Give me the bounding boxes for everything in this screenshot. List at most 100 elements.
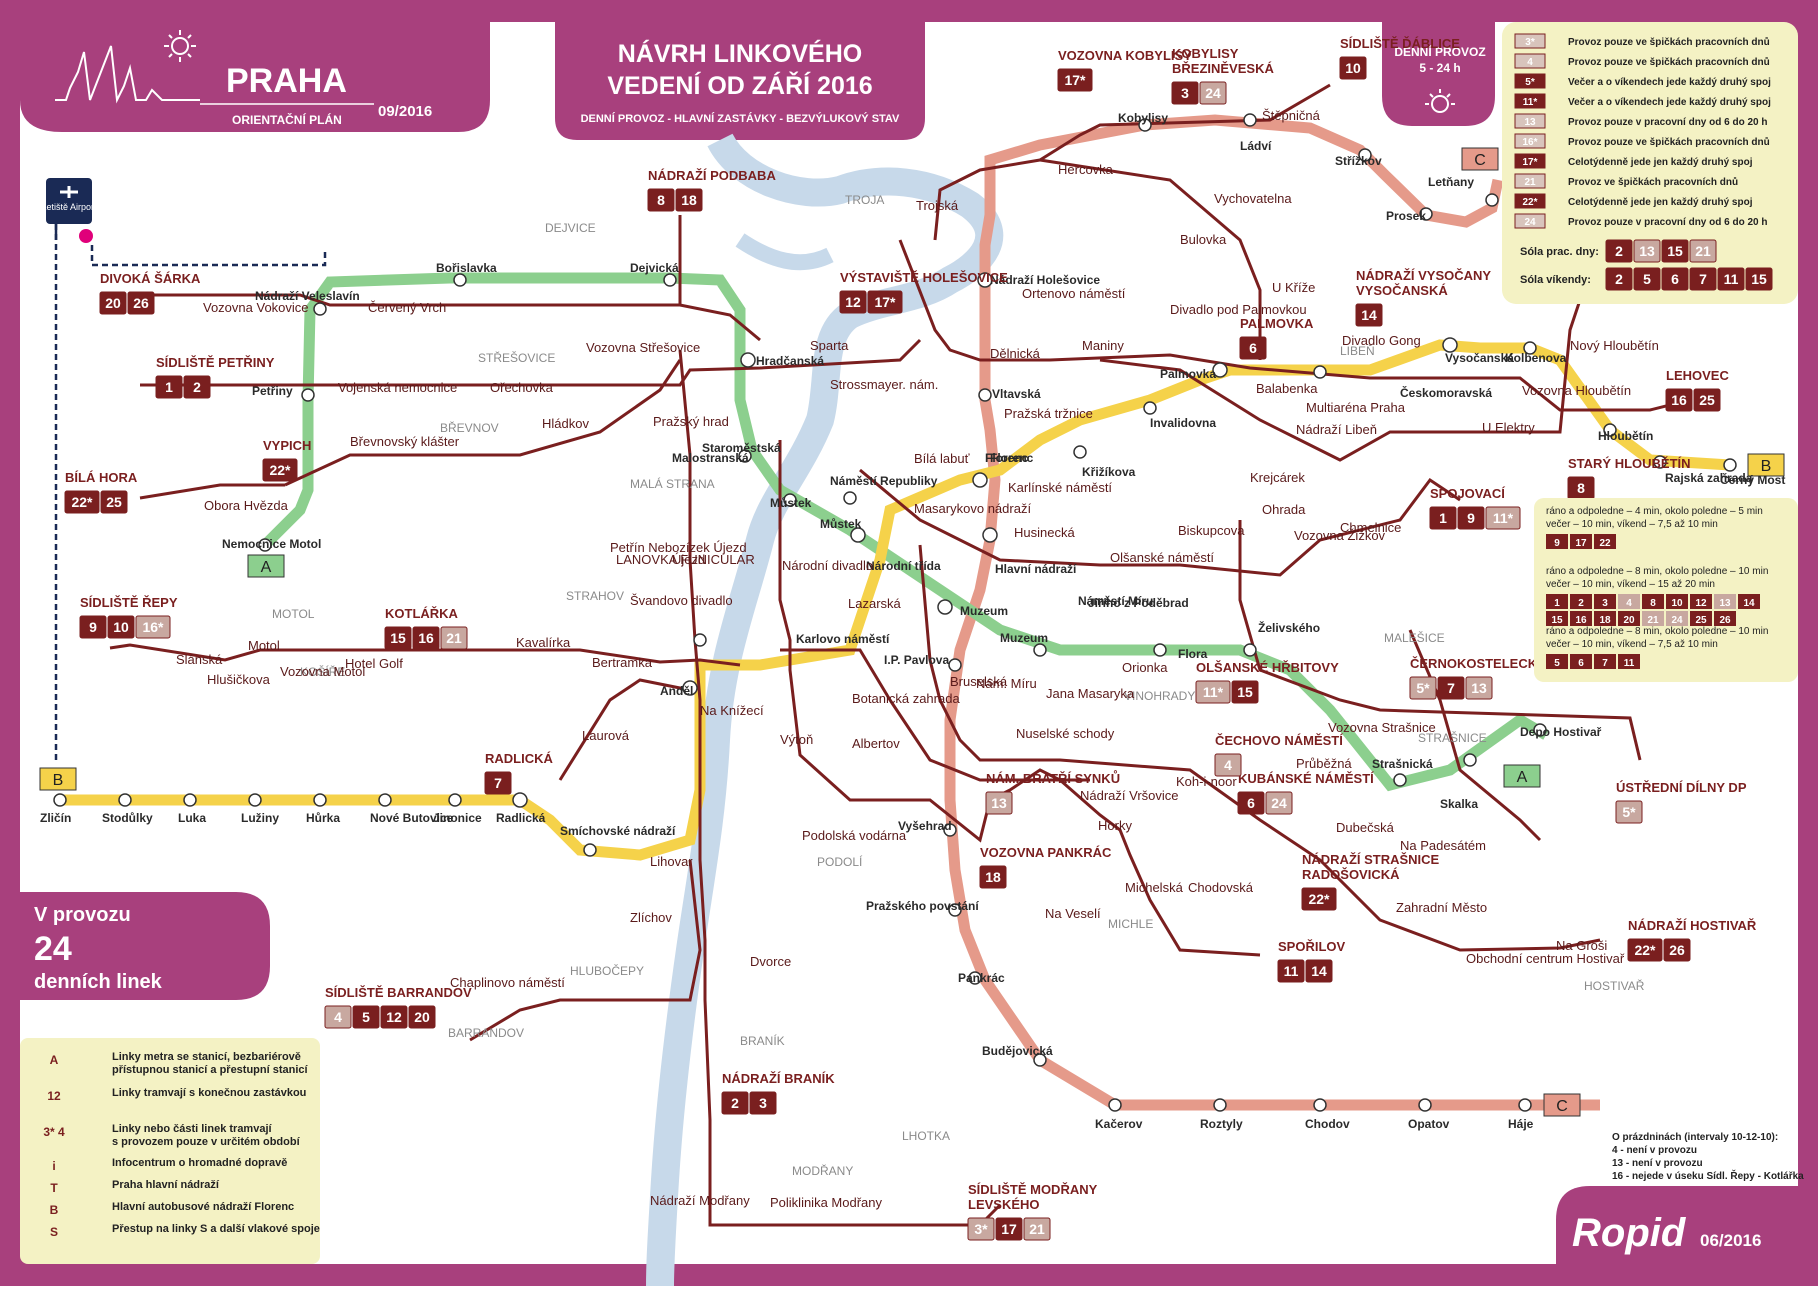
tram-stop-label: Pražský hrad — [653, 414, 729, 429]
header-title-panel — [555, 22, 925, 140]
metro-a-end-marker: A — [247, 554, 285, 578]
terminal-name: KUBÁNSKÉ NÁMĚSTÍ — [1238, 771, 1374, 786]
district-label: STRAHOV — [566, 589, 624, 603]
badge-label: 9 — [1554, 538, 1560, 549]
line-badge: 4 — [324, 1005, 352, 1029]
service-legend-swatch — [1514, 173, 1546, 189]
badge-label: 18 — [1599, 615, 1611, 626]
terminal: ÚSTŘEDNÍ DÍLNY DP5* — [1615, 780, 1747, 824]
badge-label: 26 — [1669, 942, 1685, 958]
line-badge: 1 — [155, 375, 183, 399]
metro-b-station-label: Křižíkova — [1082, 465, 1136, 479]
map-legend-text: Přestup na linky S a další vlakové spoje — [112, 1223, 320, 1235]
interval-line-badge: 17 — [1570, 534, 1592, 549]
interval-line-badge: 10 — [1666, 594, 1688, 609]
badge-label: 10 — [113, 619, 129, 635]
service-legend-swatch — [1514, 213, 1546, 229]
metro-a-station-label: Náměstí Míru — [1078, 594, 1153, 608]
holiday-note-line: 4 - není v provozu — [1612, 1145, 1697, 1156]
metro-a-station-label: Nemocnice Motol — [222, 537, 321, 551]
terminal-name: SPOJOVACÍ — [1430, 486, 1505, 501]
tram-stop-label: Ortenovo náměstí — [1022, 286, 1126, 301]
badge-label: 26 — [1719, 615, 1731, 626]
title-caption: DENNÍ PROVOZ - HLAVNÍ ZASTÁVKY - BEZVÝLU… — [581, 112, 900, 125]
interval-text: ráno a odpoledne – 8 min, okolo poledne … — [1546, 626, 1768, 637]
badge-label: 12 — [1695, 598, 1707, 609]
badge-label: 11 — [1624, 658, 1635, 669]
map-legend-key: T — [50, 1181, 58, 1195]
tram-stop-label: Kavalírka — [516, 635, 571, 650]
header-date: 09/2016 — [378, 103, 432, 120]
tram-stop-label: U Kříže — [1272, 280, 1315, 295]
metro-a-station-label: Želivského — [1258, 620, 1320, 635]
metro-b-station-label: Smíchovské nádraží — [560, 824, 676, 838]
map-legend-key: i — [52, 1159, 55, 1173]
service-legend-text: Provoz pouze v pracovní dny od 6 do 20 h — [1568, 117, 1767, 128]
metro-c-station-label: I.P. Pavlova — [884, 653, 949, 667]
district-label: PODOLÍ — [817, 854, 863, 869]
line-badge: 24 — [1265, 791, 1293, 815]
day-service-label: DENNÍ PROVOZ — [1394, 44, 1485, 59]
interval-line-badge: 21 — [1642, 611, 1664, 626]
tram-stop-label: Dvorce — [750, 954, 791, 969]
metro-a-station-label: Dejvická — [630, 261, 679, 275]
interval-line-badge: 12 — [1690, 594, 1712, 609]
terminal-name: OLŠANSKÉ HŘBITOVY — [1196, 660, 1339, 675]
tram-stop-label: Hotel Golf — [345, 656, 403, 671]
tram-stop-label: LANOVKA FUNICULAR — [616, 552, 755, 567]
terminal-name: NÁDRAŽÍ VYSOČANY — [1356, 268, 1491, 283]
line-badge: 9 — [79, 615, 107, 639]
sun-icon — [164, 30, 196, 62]
tram-stop-label: Obchodní centrum Hostivař — [1466, 951, 1625, 966]
metro-a-station-label: Flora — [1178, 647, 1208, 661]
terminal-name: VOZOVNA KOBYLISY — [1058, 48, 1192, 63]
metro-stations — [53, 113, 1737, 1112]
sola-badge: 15 — [1745, 267, 1773, 291]
terminal-name: VYSOČANSKÁ — [1356, 283, 1448, 298]
sun-small-icon — [1425, 89, 1455, 113]
metro-b-station-label: Karlovo náměstí — [796, 632, 890, 646]
metro-c-station-label: Hlavní nádraží — [995, 562, 1077, 576]
city-title: PRAHA — [226, 62, 347, 100]
metro-c-station-label: Pražského povstání — [866, 899, 979, 913]
service-legend-swatch — [1514, 113, 1546, 129]
terminal-name: STARÝ HLOUBĚTÍN — [1568, 456, 1691, 471]
metro-c-station-label: Ládví — [1240, 139, 1272, 153]
badge-label: 8 — [1650, 598, 1656, 609]
badge-label: 15 — [1751, 271, 1767, 287]
map-legend-panel — [20, 1038, 320, 1264]
metro-b-end-marker-east: B — [1747, 453, 1785, 477]
sola-badge: 2 — [1605, 239, 1633, 263]
tram-stop-label: U Elektry — [1482, 420, 1535, 435]
service-legend-text: Celotýdenně jede jen každý druhý spoj — [1568, 157, 1753, 168]
map-legend-text: Linky tramvají s konečnou zastávkou — [112, 1087, 306, 1099]
tram-lines — [109, 83, 1691, 1227]
tram-stop-label: Multiaréna Praha — [1306, 400, 1406, 415]
badge-label: 3 — [759, 1095, 767, 1111]
terminal-name: BÍLÁ HORA — [65, 470, 138, 485]
terminal-name: DIVOKÁ ŠÁRKA — [100, 271, 201, 286]
metro-b-station-label: Jinonice — [433, 811, 482, 825]
interval-text: večer – 10 min, víkend – 7,5 až 10 min — [1546, 639, 1718, 650]
line-badge: 16 — [1665, 388, 1693, 412]
metro-b-station-label: Stodůlky — [102, 811, 153, 825]
badge-label: 16 — [1575, 615, 1587, 626]
tram-stop-label: Ohrada — [1262, 502, 1306, 517]
metro-b-station-label: Hloubětín — [1598, 429, 1653, 443]
service-legend-text: Celotýdenně jede jen každý druhý spoj — [1568, 197, 1753, 208]
line-badge: 13 — [985, 791, 1013, 815]
district-label: BARRANDOV — [448, 1026, 524, 1040]
metro-a-station-label: Malostranská — [672, 451, 749, 465]
interval-line-badge: 3 — [1594, 594, 1616, 609]
line-badge: 12 — [380, 1005, 408, 1029]
metro-b-station-label: Invalidovna — [1150, 416, 1216, 430]
tram-stop-label: Divadlo pod Palmovkou — [1170, 302, 1307, 317]
